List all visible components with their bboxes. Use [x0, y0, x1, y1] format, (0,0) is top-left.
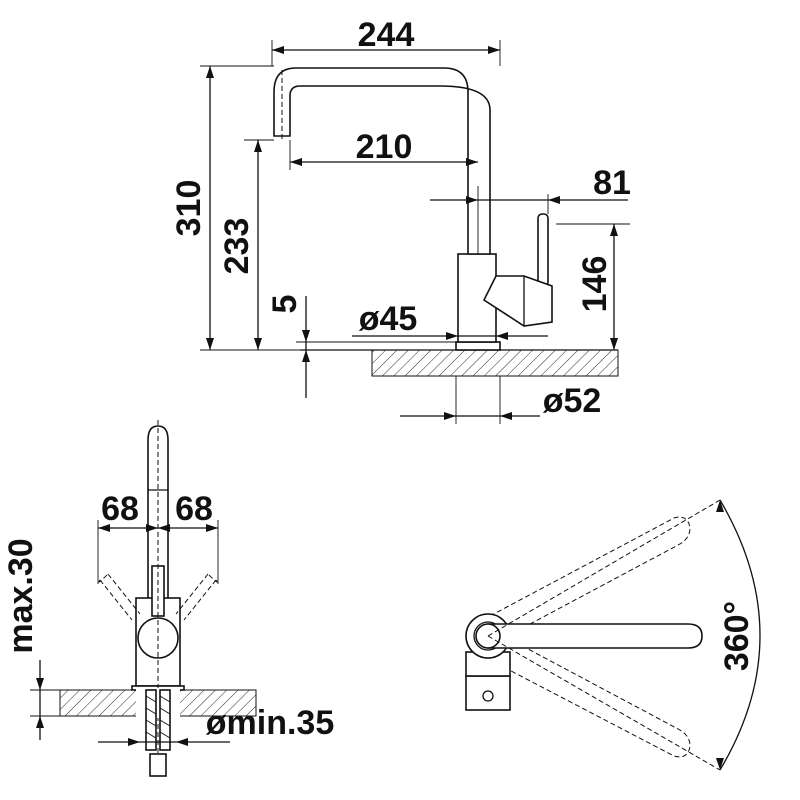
dim-dia-45: ø45	[359, 300, 418, 338]
dim-min-35: ømin.35	[206, 704, 334, 742]
dim-68-right: 68	[175, 490, 213, 528]
dim-210: 210	[356, 128, 413, 166]
dim-360: 360°	[718, 601, 756, 671]
dim-310: 310	[170, 180, 208, 237]
dim-244: 244	[358, 16, 415, 54]
dim-68-left: 68	[101, 490, 139, 528]
dim-81: 81	[593, 164, 631, 202]
dim-233: 233	[218, 218, 256, 275]
dim-dia-52: ø52	[543, 382, 602, 420]
dim-max-30: max.30	[2, 538, 40, 653]
dim-5: 5	[266, 295, 304, 314]
countertop-side	[371, 349, 619, 377]
lever-handle	[537, 213, 549, 287]
spout	[273, 67, 491, 255]
front-view: 68 68 max.30 ømin.35	[2, 420, 334, 777]
base-ring	[455, 341, 501, 351]
side-view: 244 210 81 310 233 5	[170, 16, 631, 424]
dim-146: 146	[576, 256, 614, 313]
base-block-top	[465, 675, 511, 711]
spout-top	[487, 623, 703, 649]
top-view: 360°	[465, 499, 761, 771]
